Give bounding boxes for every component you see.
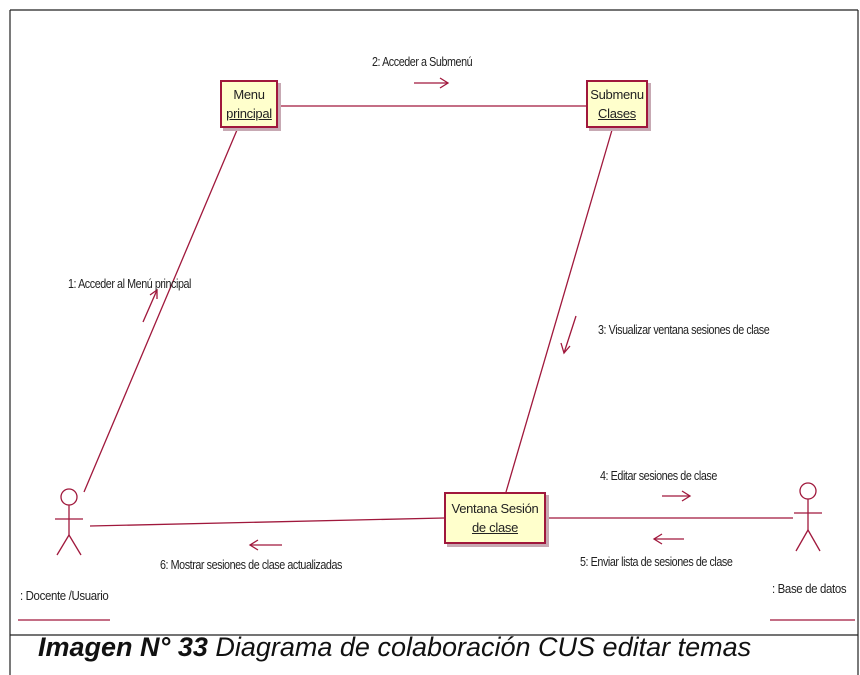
link-submenu-ventana	[505, 129, 613, 493]
figure-caption: Imagen N° 33 Diagrama de colaboración CU…	[38, 632, 858, 663]
arrow-msg-6	[248, 539, 282, 551]
base-datos-actor-icon	[794, 482, 822, 552]
message-3-label: 3: Visualizar ventana sesiones de clase	[598, 323, 770, 337]
base-datos-actor-label: : Base de datos	[772, 581, 847, 596]
caption-text: Diagrama de colaboración CUS editar tema…	[207, 632, 752, 662]
message-2-label: 2: Acceder a Submenú	[372, 55, 473, 69]
arrow-msg-3	[560, 315, 577, 355]
message-5-label: 5: Enviar lista de sesiones de clase	[580, 555, 733, 569]
docente-actor-label: : Docente /Usuario	[20, 588, 109, 603]
arrow-msg-2	[414, 77, 450, 89]
message-6-label: 6: Mostrar sesiones de clase actualizada…	[160, 558, 342, 572]
link-docente-ventana	[89, 517, 445, 527]
arrow-msg-5	[652, 533, 684, 545]
ventana-sesion-line1: Ventana Sesión	[451, 501, 539, 516]
ventana-sesion-line2: de clase	[471, 520, 519, 535]
submenu-clases-line1: Submenu	[590, 87, 644, 102]
submenu-clases-line2: Clases	[598, 106, 636, 121]
message-4-label: 4: Editar sesiones de clase	[600, 469, 717, 483]
caption-number: Imagen N° 33	[38, 632, 208, 662]
menu-principal-object: Menu principal	[220, 80, 278, 128]
menu-principal-line2: principal	[226, 106, 272, 121]
arrow-msg-4	[662, 490, 692, 502]
submenu-clases-object: Submenu Clases	[586, 80, 648, 128]
message-1-label: 1: Acceder al Menú principal	[68, 277, 192, 291]
docente-actor-icon	[55, 488, 83, 556]
arrow-msg-1	[142, 288, 158, 323]
menu-principal-line1: Menu	[233, 87, 265, 102]
link-docente-menu	[83, 129, 238, 493]
ventana-sesion-object: Ventana Sesión de clase	[444, 492, 546, 544]
